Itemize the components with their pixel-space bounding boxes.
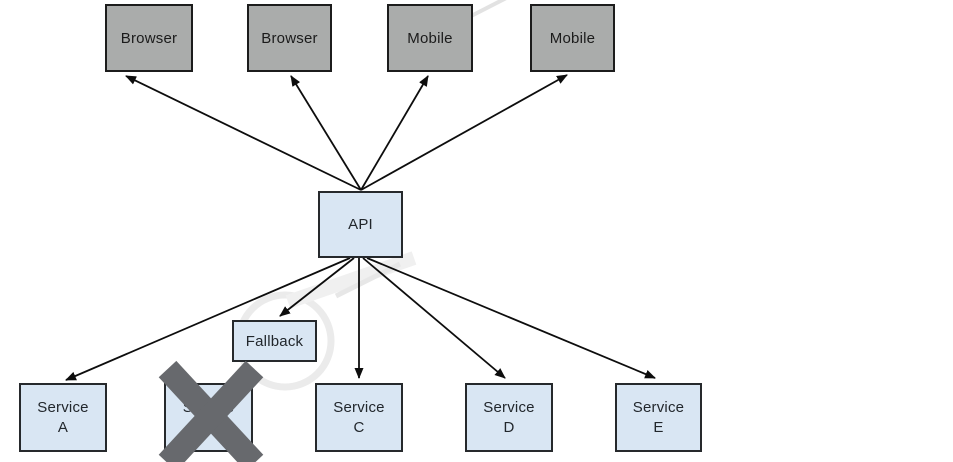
node-label: Browser bbox=[120, 29, 178, 47]
node-label: Service bbox=[483, 398, 535, 416]
node-sublabel: C bbox=[353, 418, 365, 436]
edge-api-to-browser-2 bbox=[290, 75, 362, 191]
node-service-a: Service A bbox=[19, 383, 107, 452]
node-mobile-1: Mobile bbox=[387, 4, 473, 72]
node-sublabel: A bbox=[57, 418, 69, 436]
edge-api-to-browser-1 bbox=[125, 75, 362, 191]
node-browser-1: Browser bbox=[105, 4, 193, 72]
watermark-streak bbox=[334, 261, 402, 299]
node-label: Browser bbox=[261, 29, 318, 47]
node-label: Service bbox=[333, 398, 385, 416]
node-label: API bbox=[348, 216, 373, 233]
node-api: API bbox=[318, 191, 403, 258]
node-service-e: Service E bbox=[615, 383, 702, 452]
node-label: Service bbox=[632, 398, 685, 416]
edge-api-to-mobile-2 bbox=[360, 74, 568, 191]
node-label: Mobile bbox=[407, 29, 453, 47]
node-browser-2: Browser bbox=[247, 4, 332, 72]
node-sublabel: E bbox=[653, 418, 664, 436]
edge-api-to-fallback bbox=[279, 257, 355, 317]
node-service-b: Service B bbox=[164, 383, 253, 452]
node-label: Service bbox=[37, 398, 89, 416]
node-service-c: Service C bbox=[315, 383, 403, 452]
node-mobile-2: Mobile bbox=[530, 4, 615, 72]
edge-api-to-service-d bbox=[362, 257, 506, 379]
node-label: Fallback bbox=[245, 332, 304, 350]
node-sublabel: B bbox=[203, 418, 214, 436]
node-label: Service bbox=[182, 398, 235, 416]
edge-api-to-service-e bbox=[366, 257, 656, 379]
edge-api-to-mobile-1 bbox=[360, 75, 429, 191]
node-label: Mobile bbox=[549, 29, 596, 47]
node-sublabel: D bbox=[503, 418, 515, 436]
node-service-d: Service D bbox=[465, 383, 553, 452]
edge-api-to-service-a bbox=[65, 257, 351, 381]
node-fallback: Fallback bbox=[232, 320, 317, 362]
